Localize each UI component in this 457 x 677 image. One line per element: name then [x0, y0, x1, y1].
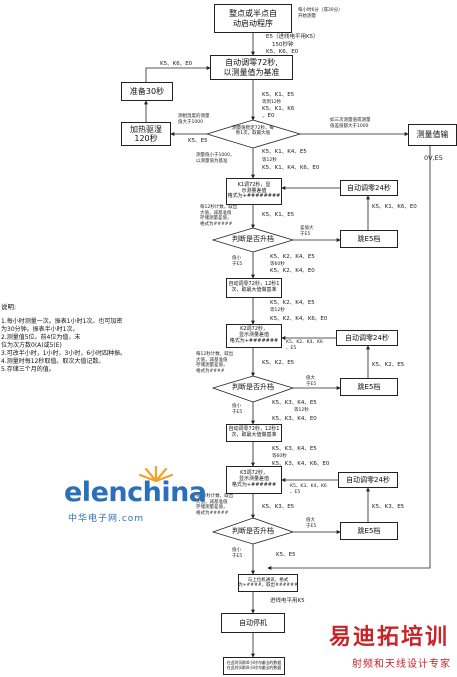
label-k5k3k4k6-e5: K5、K3、K4、K6 、E5 [290, 484, 327, 495]
notes-panel: 说明: 1.每小时测量一次。振表1小时1次。也可加密 为30分钟。振表半小时1次… [1, 303, 127, 374]
node-auto-zero-72: 自动调零72秒, 以测量值为基准 [210, 55, 293, 80]
label-k5k1e5-a: K5、K1、E5 [262, 92, 295, 98]
label-k5k6e0: K5、K6、E0 [266, 49, 299, 55]
label-k5k2k4e5: K5、K2、K4、E5 [270, 254, 315, 260]
label-k5k1k4e5: K5、K1、K4、E5 [262, 149, 307, 155]
notes-line: 2.测量值5位。前4位为值，末 [1, 333, 81, 341]
elenchina-logo: elenchina 中华电子网.com [58, 463, 207, 524]
label-k5k2e5-r: K5、K2、E5 [372, 362, 405, 368]
label-wait60: 等60秒 [270, 262, 285, 267]
decision-upshift-2 [211, 375, 295, 403]
label-k5k1e5-b: K5、K1、E5 [262, 212, 295, 218]
node-jump-e5-c: 跳E5档 [340, 522, 398, 540]
elenchina-wordmark: elenchina [64, 477, 207, 508]
label-wait12: 等到12秒 [262, 100, 282, 105]
label-gt-e5-c: 值大 于E5 [306, 518, 317, 529]
label-k5k3e5: K5、K3、E5 [262, 504, 295, 510]
label-k5k6e0-left: K5、K6、E0 [160, 61, 193, 67]
node-auto-zero-24-a: 自动调零24秒 [340, 180, 398, 196]
node-k1-zero: K1调72秒，显 示测量差值 格式为+######## [226, 178, 282, 205]
decision-upshift-text-2: 判断是否升档 [232, 383, 274, 391]
label-lt-e5-c: 值小 于E5 [232, 548, 243, 559]
decision-upshift-3 [211, 517, 295, 545]
label-plus1000: 如三次测量值或测量 值差值都大于1000 [330, 118, 371, 129]
label-150: 150秒钟 [272, 42, 294, 48]
label-e5: E5（进线电平用K5） [266, 34, 319, 40]
edatop-logo: 易迪拓培训 射频和天线设计专家 [300, 617, 457, 677]
notes-line: 5.存储三个月的值。 [1, 366, 55, 374]
note-start: 每小时6分（或30分） 开始测量 [298, 8, 343, 19]
node-k3-zero: K3调72秒， 显示测量差值 格式为+###### [226, 466, 282, 494]
node-final-note: 在此时间和0小时内输出的数据 在此时间和0小时内输出的数据 [223, 657, 285, 675]
node-heat-cool: 加热驱湿 120秒 [121, 122, 171, 146]
notes-line: 3.可改半小时，1小时，3小时，6小时四种振。 [1, 350, 127, 358]
label-k5k2k4e5-b: K5、K2、K4、E5 [270, 300, 315, 306]
label-k5k2k4k6e0: K5、K2、K4、K6、E0 [270, 316, 328, 322]
label-gt-e5-b: 值大 于E5 [306, 376, 317, 387]
label-k5k3k4e5: K5、K3、K4、E5 [272, 400, 317, 406]
label-k5k2k4e0: K5、K2、K4、E0 [270, 268, 315, 274]
label-humid: 测相湿度的测量 值大于1000 [178, 114, 210, 125]
label-enter-k5: 进线电平用K5 [270, 598, 305, 604]
label-k5k1k6e0: K5、K1、K6 、E0 [262, 106, 295, 119]
notes-title: 说明: [1, 303, 17, 311]
label-lt-e5-b: 值小 于E5 [232, 404, 243, 415]
label-diff-gt: 差值大 于E5 [300, 226, 314, 237]
label-every12c: 每12秒计数，取出 大值，减基准值 存储测量差值， 格式为##### [196, 494, 234, 516]
label-every12b: 每12秒计数，取出 大值，减基准值 存储测量差值， 格式为#### [196, 352, 234, 374]
node-jump-e5-a: 跳E5档 [340, 230, 398, 248]
node-start: 整点或半点自 动启动程序 [214, 4, 292, 33]
label-k5k3e5-r: K5、K3、E5 [372, 504, 405, 510]
label-k5k3k4e0: K5、K3、K4、E0 [272, 416, 317, 422]
label-k5e5-b: K5、E5 [276, 552, 296, 558]
sunburst-icon [138, 465, 174, 483]
label-lt-e5-a: 值小 于E5 [232, 256, 243, 267]
decision-upshift-1 [211, 227, 295, 253]
decision-stable-measure [205, 119, 302, 149]
label-k5k1k6e0-b: K5、K1、K6、E0 [372, 204, 417, 210]
decision-upshift-text-3: 判断是否升档 [232, 527, 274, 535]
label-lt1000: 测量值小于1000， 以测量值为基准 [196, 153, 235, 164]
node-measure-output: 测量值输 [408, 124, 457, 146]
notes-line: 为30分钟。振表半小时1次。 [1, 325, 79, 333]
node-auto-zero-24-c: 自动调零24秒 [338, 472, 398, 488]
node-auto-stop: 自动停机 [221, 613, 285, 633]
decision-stable-text: 测量值稳定72秒，每 秒1次，取最大值 [232, 126, 274, 136]
label-wait12b: 等12秒 [262, 158, 277, 163]
label-k5k2e5: K5、K2、E5 [262, 360, 295, 366]
node-take-value: 与上位机通讯，格式 为+####，取出###### [238, 574, 298, 592]
label-k5k3k4e5-b: K5、K3、K4、E5 [272, 446, 317, 452]
node-prepare-30: 准备30秒 [121, 82, 173, 101]
node-auto-zero-small-1: 自动调零72秒，12秒1 次，取最大值做基准 [226, 278, 282, 298]
flow-line [267, 146, 431, 570]
label-k5k2k4k6-e5: K5、K2、K4、K6 、E5 [286, 340, 323, 351]
label-wait12d: 等12秒 [294, 408, 309, 413]
label-k5k1k4k6e0: K5、K1、K4、K6、E0 [262, 165, 320, 171]
notes-line: 1.每小时测量一次。振表1小时1次。也可加密 [1, 317, 123, 325]
label-k5e5: K5、E5 [188, 138, 208, 144]
node-jump-e5-b: 跳E5档 [340, 378, 398, 396]
label-0ve5: 0V,E5 [424, 154, 443, 162]
elenchina-subtitle: 中华电子网.com [68, 514, 145, 524]
label-every12: 每12秒计数，取出 大值，减基准值 存储测量差值， 格式为##### [200, 205, 238, 227]
node-k2-zero: K2调72秒， 显示测量差值 格式为+####### [226, 324, 282, 348]
label-wait12c: 等12秒 [270, 308, 285, 313]
edatop-wordmark: 易迪拓培训 [328, 625, 449, 650]
decision-upshift-text-1: 判断是否升档 [232, 235, 274, 243]
notes-line: 位为次方数0(A)或5(E) [1, 342, 62, 350]
label-k5k3k4k6e0: K5、K3、K4、K6、E0 [272, 461, 330, 467]
label-wait60b: 等60秒 [272, 454, 287, 459]
notes-line: 4.测量时每12秒取值。取次大值记数。 [1, 358, 105, 366]
edatop-subtitle: 射频和天线设计专家 [352, 659, 451, 670]
flow-line [145, 66, 211, 82]
node-auto-zero-24-b: 自动调零24秒 [336, 330, 398, 346]
node-auto-zero-small-2: 自动调零72秒，12秒1 次，取最大值做基准 [226, 424, 282, 442]
